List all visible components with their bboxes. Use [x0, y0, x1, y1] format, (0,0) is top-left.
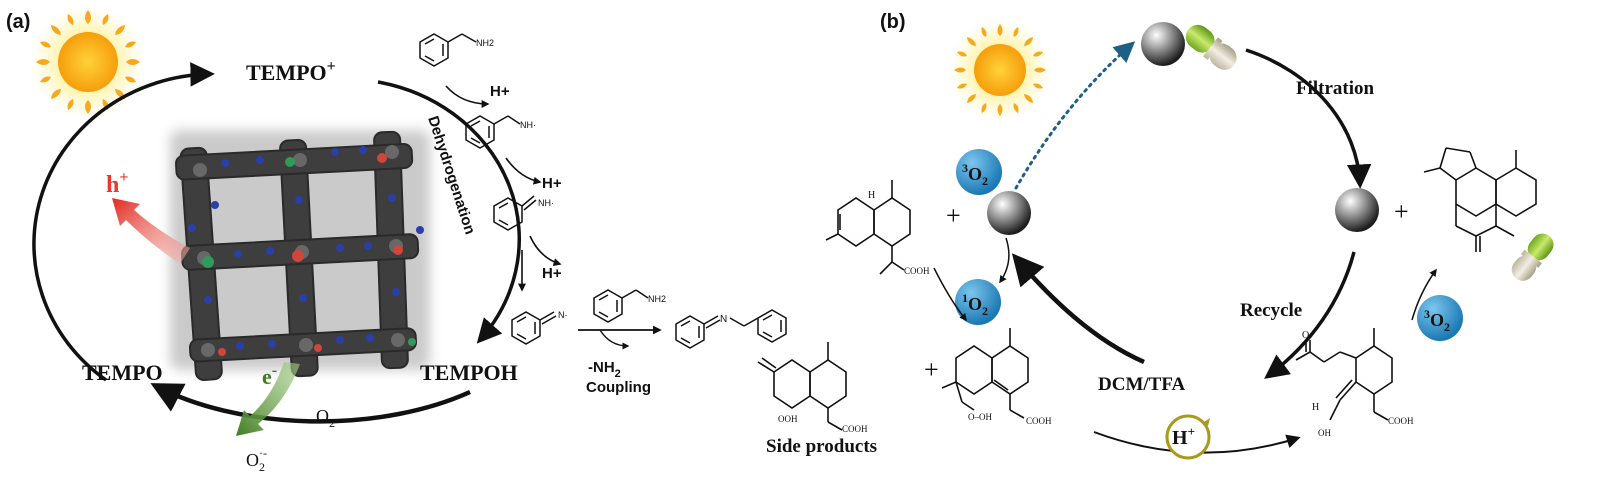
cycle-arrow-filtration — [1245, 48, 1372, 189]
photocatalyst-ball-top — [1141, 22, 1185, 66]
cooh-label-3: COOH — [1026, 416, 1052, 426]
amine-radical-molecule — [465, 115, 521, 149]
acid-ring-arrowhead — [1204, 418, 1210, 426]
dotted-excitation-arrow — [1014, 41, 1136, 190]
nh-label-1: NH· — [520, 120, 536, 130]
step-arrow-2 — [505, 157, 542, 185]
o-label-enol: O — [1302, 330, 1309, 341]
plus-sign-3: + — [1394, 197, 1409, 226]
sun-icon — [30, 4, 146, 120]
singlet-formation-arrow — [999, 237, 1010, 284]
starting-acid-molecule — [825, 180, 911, 275]
n-radical-label: N· — [558, 310, 568, 320]
imine-n-label: N — [720, 314, 727, 325]
proton-label-3: H+ — [542, 265, 562, 282]
coupling-label: Coupling — [586, 379, 651, 396]
photocatalyst-ball-middle — [987, 191, 1031, 235]
superoxide-label: O2·- — [246, 446, 267, 474]
photocatalyst-ball-recovered — [1335, 188, 1379, 232]
nitrogen-radical-molecule — [511, 311, 557, 345]
triplet-oxygen-bubble — [956, 149, 1002, 195]
panel-b-label: (b) — [880, 11, 906, 33]
ooh-label-1: OOH — [778, 414, 798, 424]
proton-label-1: H+ — [490, 83, 510, 100]
hole-arrow — [112, 198, 190, 264]
electron-label: e- — [262, 362, 277, 389]
cycle-arrow-recycle — [1264, 251, 1356, 379]
oxidation-arrow — [933, 267, 967, 322]
capsule-icon-right — [1511, 233, 1554, 281]
plus-sign-1: + — [946, 201, 961, 230]
nh2-label: NH2 — [476, 38, 494, 48]
nh2-label-2: NH2 — [648, 294, 666, 304]
imine-product-molecule — [675, 309, 787, 349]
recycle-label: Recycle — [1240, 300, 1302, 321]
tempo-plus-label: TEMPO+ — [246, 58, 336, 85]
sun-icon-b — [948, 18, 1052, 122]
h-label-start: H — [868, 190, 875, 201]
cooh-label-4: COOH — [1388, 416, 1414, 426]
singlet-oxygen-label: 1O2 — [962, 291, 988, 318]
cycle-arrow-left — [32, 62, 215, 382]
minus-nh2-label: -NH2 — [588, 359, 621, 380]
hole-label: h+ — [106, 169, 128, 198]
dehydrogenation-label: Dehydrogenation — [424, 114, 478, 237]
side-product-molecule — [757, 342, 847, 431]
second-benzylamine-molecule — [593, 289, 649, 323]
cycle-arrow-return — [1011, 253, 1145, 365]
enol-molecule — [1295, 328, 1393, 421]
triplet-oxygen-label: 3O2 — [962, 161, 988, 188]
coupling-branch-arrow — [599, 329, 630, 350]
side-products-label: Side products — [766, 436, 877, 457]
ooh-label-2: O–OH — [968, 412, 992, 422]
cycle-arrow-right — [377, 80, 522, 344]
dcm-tfa-label: DCM/TFA — [1098, 374, 1186, 395]
acid-catalyst-ring — [1165, 414, 1211, 460]
tempo-label: TEMPO — [82, 360, 163, 385]
panel-a-label: (a) — [6, 11, 30, 33]
panel-a: (a) — [6, 4, 787, 474]
benzylamine-molecule — [419, 33, 477, 67]
capsule-icon-top — [1185, 24, 1237, 70]
final-oxidation-arrow — [1411, 268, 1437, 321]
panel-b: (b) Filtration — [757, 11, 1554, 460]
artemisinin-molecule — [1423, 147, 1537, 252]
nh-label-2: NH· — [538, 198, 554, 208]
oh-label: OH — [1318, 428, 1331, 438]
cooh-label-2: COOH — [842, 424, 868, 434]
h-label-enol: H — [1312, 402, 1319, 413]
triplet-oxygen-label-b: 3O2 — [1424, 307, 1450, 334]
cycle-arrow-bottom — [150, 383, 471, 424]
filtration-label: Filtration — [1296, 78, 1375, 99]
oxygen-label: O2 — [316, 406, 335, 430]
tempoh-label: TEMPOH — [420, 360, 518, 385]
cooh-label-1: COOH — [904, 266, 930, 276]
triplet-oxygen-bubble-b — [1417, 295, 1463, 341]
acid-catalyst-label: H+ — [1172, 424, 1195, 449]
step-arrow-3 — [529, 235, 562, 266]
framework-lattice — [170, 130, 430, 382]
plus-sign-2: + — [924, 355, 939, 384]
electron-arrow — [236, 362, 300, 436]
step-arrow-1 — [445, 85, 490, 108]
imine-radical-molecule — [493, 195, 537, 231]
hydroperoxide-molecule — [941, 328, 1029, 419]
proton-label-2: H+ — [542, 175, 562, 192]
